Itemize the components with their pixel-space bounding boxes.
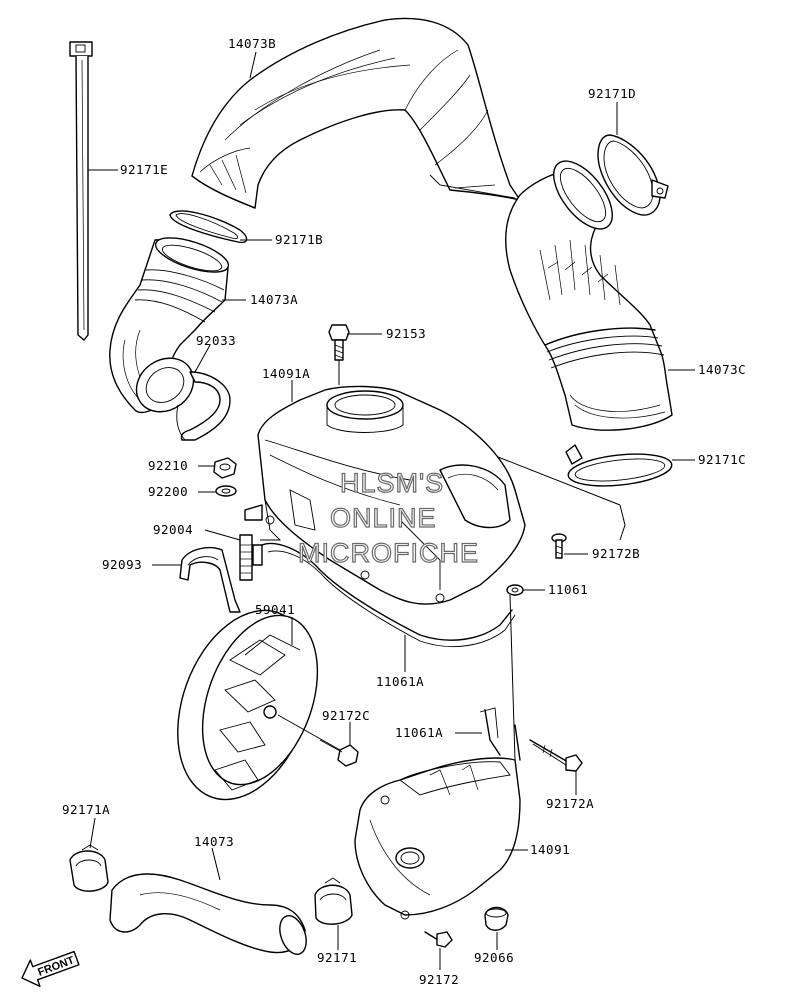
part-14091-lower-housing[interactable] [354,757,521,920]
part-92093-seal[interactable] [179,547,241,613]
part-92171B-ring[interactable] [169,210,248,244]
part-14091A-upper-housing[interactable] [244,385,526,605]
part-14073A-elbow-duct[interactable] [109,231,232,423]
part-92171A-clamp[interactable] [69,844,109,892]
label-92210[interactable]: 92210 [148,458,188,473]
label-11061A-upper[interactable]: 11061A [376,674,424,689]
label-92172B[interactable]: 92172B [592,546,640,561]
part-11061A-gasket-lower[interactable] [479,594,521,761]
label-92153[interactable]: 92153 [386,326,426,341]
watermark-line-1: HLSM'S [340,468,444,498]
part-labels: 14073B 92171E 92171D 92171B 14073A 92153… [62,36,746,987]
part-92004-stud[interactable] [239,534,263,581]
label-92172A[interactable]: 92172A [546,796,594,811]
leader-lines [88,51,695,970]
watermark-line-3: MICROFICHE [298,538,479,568]
label-14091A[interactable]: 14091A [262,366,310,381]
label-92033[interactable]: 92033 [196,333,236,348]
label-92172C[interactable]: 92172C [322,708,370,723]
label-14073C[interactable]: 14073C [698,362,746,377]
label-14073B[interactable]: 14073B [228,36,276,51]
part-92171-clamp[interactable] [314,877,353,925]
part-92172B-screw[interactable] [551,533,567,559]
part-92200-washer[interactable] [215,485,237,497]
part-92172-bolt[interactable] [424,931,453,948]
part-59041-fan[interactable] [153,592,341,819]
part-14073-hose[interactable] [109,873,311,958]
part-92172C-bolt[interactable] [319,739,359,767]
label-92171C[interactable]: 92171C [698,452,746,467]
label-14091[interactable]: 14091 [530,842,570,857]
label-92004[interactable]: 92004 [153,522,193,537]
label-92093[interactable]: 92093 [102,557,142,572]
label-92066[interactable]: 92066 [474,950,514,965]
label-92172[interactable]: 92172 [419,972,459,987]
part-92066-cap[interactable] [484,906,509,931]
part-92171E-cable-tie[interactable] [69,41,93,341]
label-92171[interactable]: 92171 [317,950,357,965]
label-92171E[interactable]: 92171E [120,162,168,177]
watermark: HLSM'S ONLINE MICROFICHE [297,467,479,568]
part-11061A-gasket-upper[interactable] [261,542,516,647]
part-92172A-bolt[interactable] [529,739,583,772]
part-92153-bolt[interactable] [328,324,350,385]
part-92210-nut[interactable] [213,457,237,479]
label-92171A[interactable]: 92171A [62,802,110,817]
label-59041[interactable]: 59041 [255,602,295,617]
label-92171B[interactable]: 92171B [275,232,323,247]
part-11061-grommet[interactable] [506,584,524,596]
part-14073C-right-duct[interactable] [429,151,673,431]
part-92171D-clamp[interactable] [597,134,669,216]
label-11061A-lower[interactable]: 11061A [395,725,443,740]
label-14073[interactable]: 14073 [194,834,234,849]
label-14073A[interactable]: 14073A [250,292,298,307]
label-92200[interactable]: 92200 [148,484,188,499]
label-11061[interactable]: 11061 [548,582,588,597]
part-92033-ring[interactable] [176,371,231,441]
label-92171D[interactable]: 92171D [588,86,636,101]
front-direction-badge: FRONT [21,950,80,988]
watermark-line-2: ONLINE [330,503,437,533]
